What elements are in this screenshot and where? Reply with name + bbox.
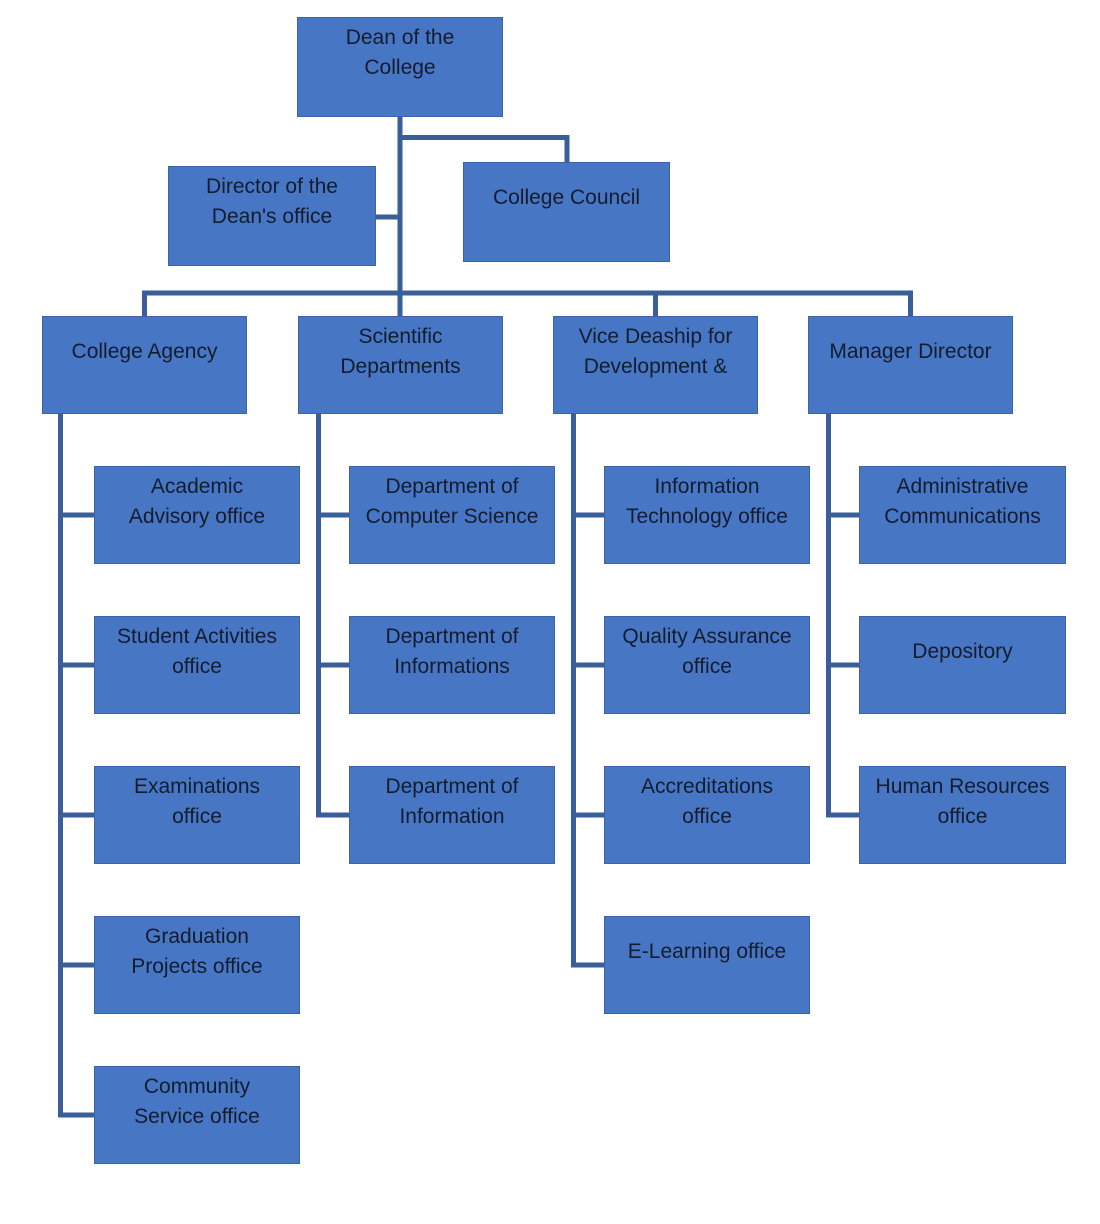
node-graduation-projects-office: Graduation Projects office (94, 916, 300, 1014)
node-accreditations-office: Accreditations office (604, 766, 810, 864)
node-dept-informations-label: Department of Informations (385, 625, 519, 678)
node-dept-information: Department of Information (349, 766, 555, 864)
node-community-service-office: Community Service office (94, 1066, 300, 1164)
node-human-resources-office: Human Resources office (859, 766, 1066, 864)
node-graduation-projects-label: Graduation Projects office (131, 925, 263, 978)
node-elearning-label: E-Learning office (627, 940, 787, 963)
node-vice-deaship: Vice Deaship for Development & (553, 316, 758, 414)
node-administrative-communications: Administrative Communications (859, 466, 1066, 564)
connector-agency-spine (58, 414, 94, 1118)
node-human-resources-label: Human Resources office (875, 775, 1050, 828)
node-scientific-departments-label: Scientific Departments (340, 325, 461, 378)
node-depository: Depository (859, 616, 1066, 714)
connector-branch-bar (142, 290, 913, 316)
node-academic-advisory-office: Academic Advisory office (94, 466, 300, 564)
node-accreditations-label: Accreditations office (641, 775, 773, 828)
node-information-technology-office: Information Technology office (604, 466, 810, 564)
node-manager-director: Manager Director (808, 316, 1013, 414)
node-dept-computer-science-label: Department of Computer Science (365, 475, 539, 528)
node-quality-assurance-office: Quality Assurance office (604, 616, 810, 714)
node-student-activities-office: Student Activities office (94, 616, 300, 714)
node-director-label: Director of the Dean's office (206, 175, 338, 228)
node-elearning-office: E-Learning office (604, 916, 810, 1014)
node-examinations-office: Examinations office (94, 766, 300, 864)
connector-vice-spine (571, 414, 604, 968)
connector-scientific-spine (316, 414, 349, 818)
node-dean: Dean of the College (297, 17, 503, 117)
node-dept-computer-science: Department of Computer Science (349, 466, 555, 564)
connector-manager-spine (826, 414, 859, 818)
node-college-council: College Council (463, 162, 670, 262)
node-dean-label: Dean of the College (345, 26, 455, 79)
node-dept-informations: Department of Informations (349, 616, 555, 714)
node-academic-advisory-label: Academic Advisory office (128, 475, 266, 528)
node-depository-label: Depository (912, 640, 1013, 663)
node-scientific-departments: Scientific Departments (298, 316, 503, 414)
connector-council-branch (400, 135, 570, 162)
node-administrative-communications-label: Administrative Communications (884, 475, 1041, 528)
node-council-label: College Council (492, 186, 641, 209)
node-manager-director-label: Manager Director (829, 340, 992, 363)
node-college-agency-label: College Agency (71, 340, 218, 363)
node-information-technology-label: Information Technology office (626, 475, 788, 528)
node-dept-information-label: Department of Information (385, 775, 519, 828)
node-director-of-deans-office: Director of the Dean's office (168, 166, 376, 266)
node-vice-deaship-label: Vice Deaship for Development & (578, 325, 733, 378)
node-quality-assurance-label: Quality Assurance office (622, 625, 792, 678)
node-community-service-label: Community Service office (134, 1075, 260, 1128)
node-examinations-label: Examinations office (133, 775, 261, 828)
node-student-activities-label: Student Activities office (117, 625, 277, 678)
node-college-agency: College Agency (42, 316, 247, 414)
